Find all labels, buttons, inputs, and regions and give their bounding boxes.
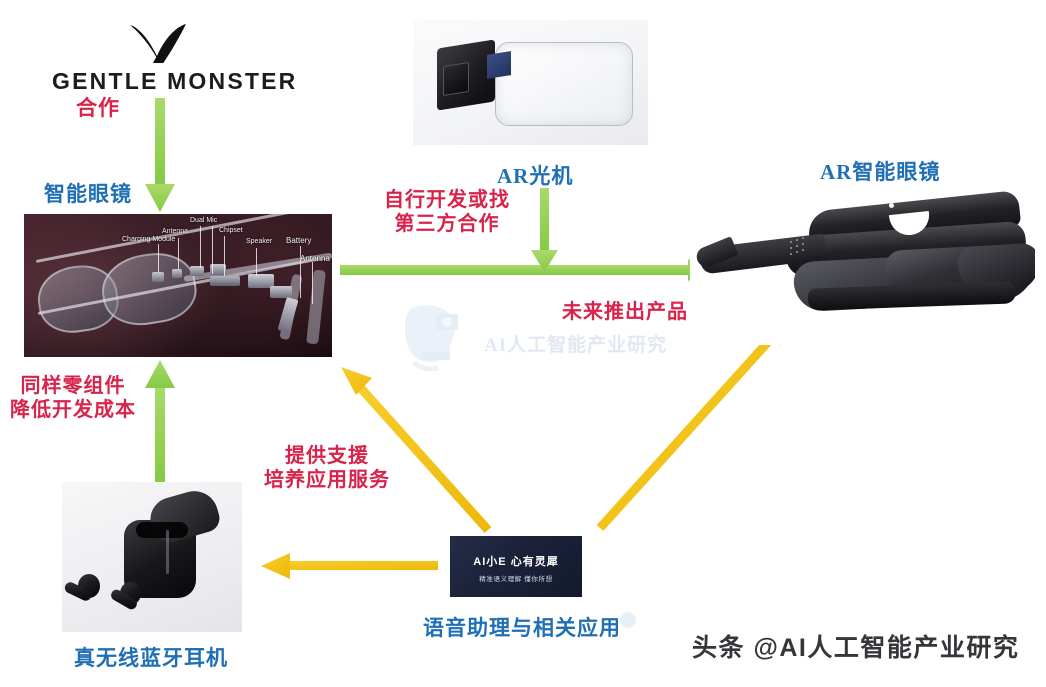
camera-dot [889, 203, 894, 208]
callout-dual-mic: Dual Mic [190, 217, 218, 224]
arrow-cooperation [145, 98, 175, 212]
voice-assistant-card-subtitle: 精准语义理解 懂你所想 [479, 576, 553, 583]
callout-battery: Battery [286, 236, 312, 245]
smart-glasses-photo: Charging Module Antenna Dual Mic Chipset… [24, 214, 332, 357]
edge-label-future-product: 未来推出产品 [562, 301, 688, 323]
voice-assistant-card-title: AI小E 心有灵犀 [473, 556, 559, 568]
edge-label-provide-support-line2: 培养应用服务 [264, 469, 390, 492]
brand-name: GENTLE MONSTER [52, 68, 298, 94]
edge-label-provide-support-line1: 提供支援 [285, 445, 369, 467]
voice-assistant-card: AI小E 心有灵犀 精准语义理解 懂你所想 [450, 536, 582, 597]
edge-label-shared-components-line1: 同样零组件 [20, 375, 126, 397]
ar-smart-glasses-photo [690, 185, 1035, 345]
watermark-corner-dot [620, 612, 636, 628]
arrow-shared-components [145, 360, 175, 484]
node-label-ar-light-engine: AR光机 [497, 164, 574, 188]
edge-label-cooperation: 合作 [76, 96, 120, 120]
arrow-self-develop [531, 188, 558, 272]
waveguide-lens [495, 42, 633, 126]
edge-label-shared-components: 同样零组件 降低开发成本 [10, 374, 136, 423]
arrow-support-to-earbuds [261, 553, 438, 579]
edge-label-provide-support: 提供支援 培养应用服务 [264, 444, 390, 493]
node-label-ar-smart-glasses: AR智能眼镜 [820, 160, 941, 184]
arrow-future-product [340, 259, 712, 281]
ar-light-engine-photo [413, 20, 648, 145]
callout-speaker: Speaker [246, 238, 273, 245]
center-watermark-text: AI人工智能产业研究 [484, 335, 668, 356]
edge-label-self-develop: 自行开发或找 第三方合作 [384, 188, 510, 237]
edge-label-shared-components-line2: 降低开发成本 [10, 399, 136, 422]
callout-antenna-2: Antenna [300, 254, 330, 263]
callout-antenna-1: Antenna [162, 228, 189, 235]
node-label-smart-glasses: 智能眼镜 [44, 182, 132, 206]
ribbon-connector [487, 51, 511, 79]
projector-lens [443, 61, 469, 97]
edge-label-self-develop-line1: 自行开发或找 [384, 189, 510, 211]
node-label-wireless-earbuds: 真无线蓝牙耳机 [74, 646, 228, 670]
bottom-watermark: 头条 @AI人工智能产业研究 [692, 634, 1020, 662]
gentle-monster-wings-logo [130, 24, 186, 63]
node-label-voice-assistant: 语音助理与相关应用 [423, 616, 621, 640]
callout-charging-module: Charging Module [122, 236, 176, 243]
callout-chipset: Chipset [219, 227, 243, 234]
wireless-earbuds-photo [62, 482, 242, 632]
center-watermark: AI人工智能产业研究 [392, 300, 667, 372]
edge-label-self-develop-line2: 第三方合作 [394, 213, 500, 236]
